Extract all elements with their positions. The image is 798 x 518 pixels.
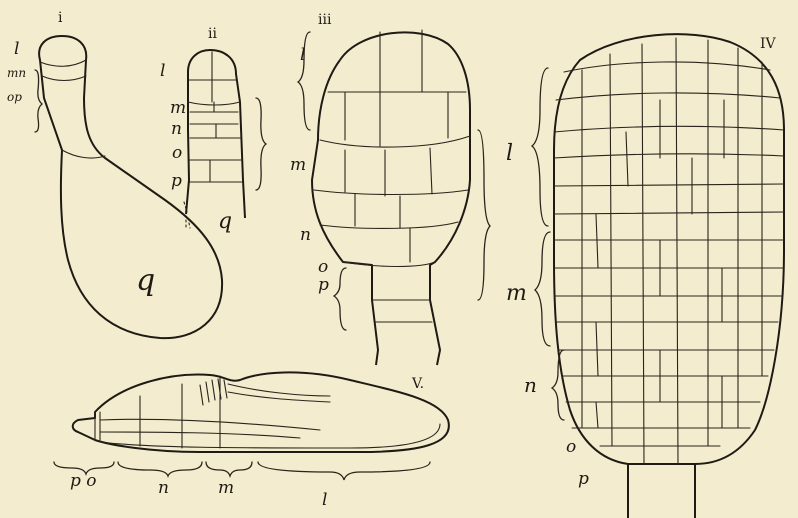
figure-i-label-op: op bbox=[7, 90, 22, 104]
figure-iii: iii l m n o p bbox=[290, 12, 490, 365]
figure-ii-label-m: m bbox=[170, 98, 186, 118]
figure-iv: IV l m n o p bbox=[506, 34, 784, 518]
figure-i-label-mn: mn bbox=[7, 66, 26, 80]
figure-i-label-q: q bbox=[136, 263, 155, 298]
figure-iv-label-m: m bbox=[506, 281, 527, 306]
figure-i-outline bbox=[39, 36, 222, 338]
figure-ii: ii l m n o p q bbox=[160, 26, 266, 234]
figure-iv-outline bbox=[628, 464, 695, 518]
figure-iii-numeral: iii bbox=[318, 12, 332, 28]
figure-iii-label-p: p bbox=[318, 275, 329, 295]
figure-v-label-m: m bbox=[218, 478, 234, 498]
figure-ii-label-p: p bbox=[171, 171, 182, 191]
figure-v-label-l: l bbox=[322, 490, 327, 510]
figure-v-label-n: n bbox=[158, 478, 169, 498]
figure-i-label-l: l bbox=[14, 39, 19, 59]
figure-iv-label-p: p bbox=[578, 469, 589, 489]
figure-iv-label-n: n bbox=[524, 373, 537, 397]
figure-v-numeral: V. bbox=[411, 376, 424, 392]
figure-ii-label-q: q bbox=[218, 209, 232, 234]
figure-ii-label-n: n bbox=[171, 119, 182, 139]
figure-iii-label-m: m bbox=[290, 155, 306, 175]
figure-iii-label-n: n bbox=[300, 225, 311, 245]
figure-ii-numeral: ii bbox=[208, 26, 217, 42]
figure-v-label-po: p o bbox=[70, 471, 97, 491]
figure-iii-label-o: o bbox=[318, 257, 328, 277]
figure-v: V. p o n m l bbox=[54, 372, 449, 510]
figure-v-outline bbox=[73, 372, 449, 452]
figure-ii-label-o: o bbox=[172, 143, 182, 163]
figure-iii-outline bbox=[340, 32, 470, 365]
figure-iv-numeral: IV bbox=[760, 36, 777, 52]
figure-i-numeral: i bbox=[58, 10, 63, 26]
figure-iv-label-l: l bbox=[506, 141, 513, 166]
figure-iv-label-o: o bbox=[566, 437, 576, 457]
figure-ii-label-l: l bbox=[160, 61, 165, 81]
